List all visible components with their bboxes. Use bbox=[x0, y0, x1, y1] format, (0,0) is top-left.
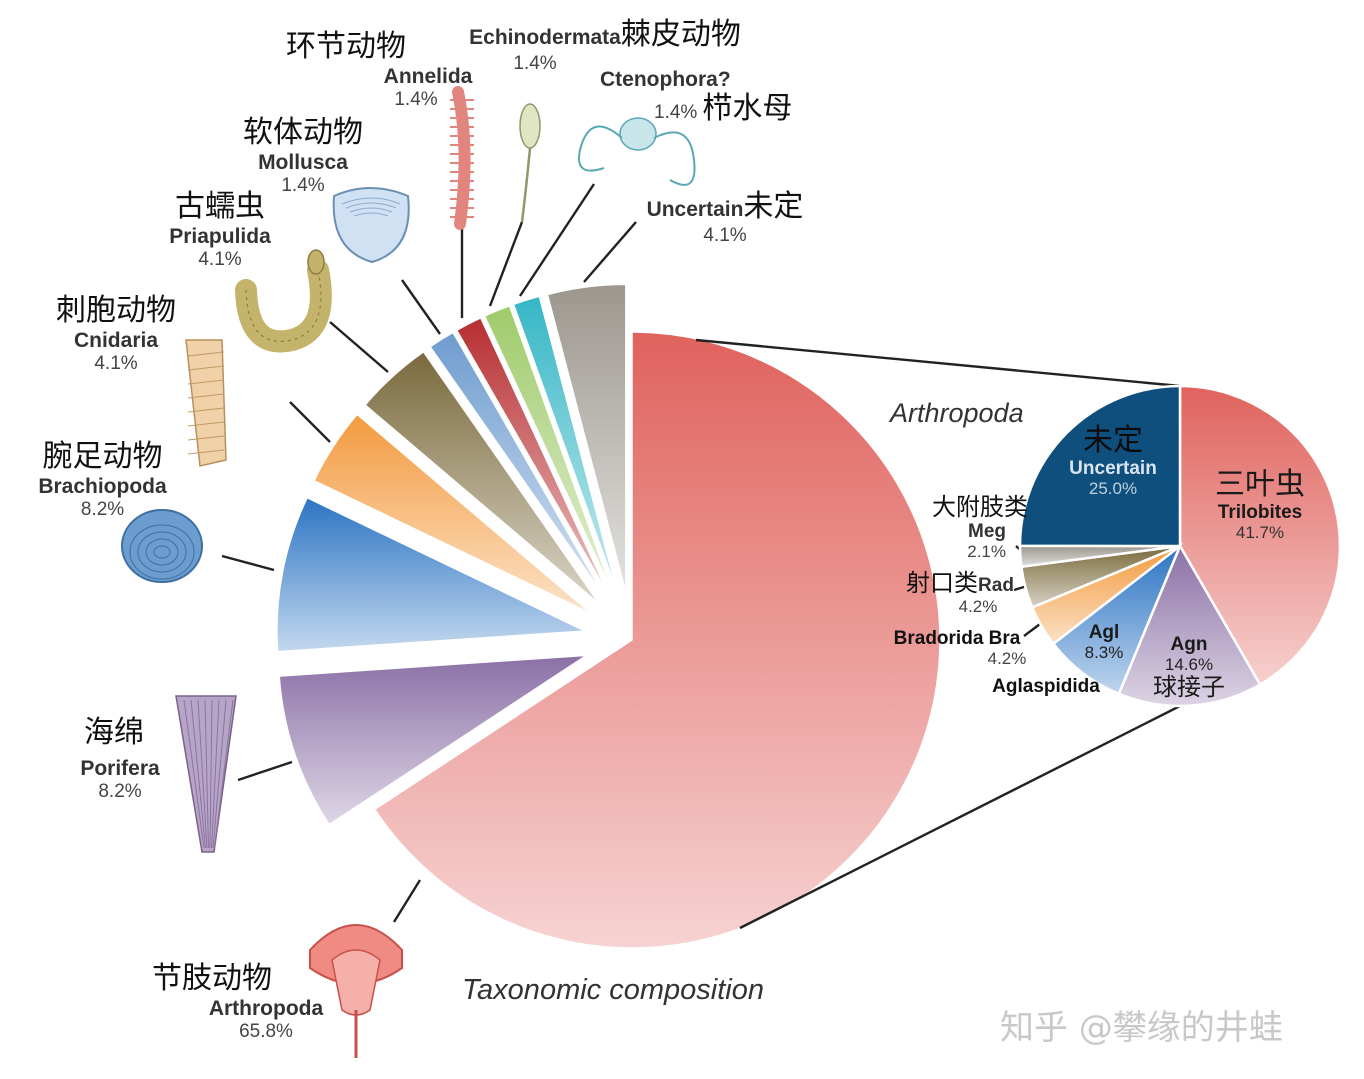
slice-annelida bbox=[455, 316, 611, 598]
annelid-worm-icon bbox=[450, 86, 474, 230]
label-echinodermata: Echinodermata棘皮动物 1.4% bbox=[469, 17, 741, 74]
slice-echinodermata bbox=[483, 304, 615, 596]
leader-priapulida bbox=[329, 321, 389, 373]
leader-bra bbox=[1023, 623, 1041, 637]
zoom-line-bottom bbox=[739, 704, 1181, 930]
leader-porifera bbox=[237, 760, 293, 782]
sub-slice-trilobites bbox=[1178, 384, 1342, 687]
brachiopod-shell-icon bbox=[121, 509, 203, 583]
slice-cnidaria bbox=[313, 413, 593, 615]
icons bbox=[121, 86, 696, 1058]
sub-slice-uncertain bbox=[1018, 384, 1182, 548]
label-brachiopoda: 腕足动物 Brachiopoda 8.2% bbox=[38, 439, 167, 520]
slice-brachiopoda bbox=[276, 496, 588, 653]
leader-cnidaria bbox=[289, 401, 331, 443]
main-pie bbox=[276, 283, 941, 949]
sub-label-rad: 射口类Rad 4.2% bbox=[906, 569, 1014, 616]
leader-ctenophora bbox=[518, 183, 596, 297]
label-annelida: 环节动物 Annelida 1.4% bbox=[286, 29, 473, 110]
sub-label-meg: 大附肢类 Meg 2.1% bbox=[932, 493, 1028, 562]
slice-priapulida bbox=[364, 350, 601, 606]
slice-mollusca bbox=[429, 331, 607, 600]
connectors bbox=[221, 183, 1181, 930]
cnidarian-icon bbox=[185, 339, 227, 467]
sub-label-trilobites: 三叶虫 Trilobites 41.7% bbox=[1215, 467, 1305, 542]
main-chart-title: Taxonomic composition bbox=[462, 974, 764, 1006]
leader-uncertain bbox=[583, 221, 637, 283]
ctenophore-icon bbox=[578, 117, 696, 186]
leader-mollusca bbox=[401, 279, 441, 335]
label-uncertain: Uncertain未定 4.1% bbox=[646, 189, 804, 246]
watermark: 知乎 @攀缘的井蛙 bbox=[1000, 1008, 1283, 1048]
label-porifera: 海绵 Porifera 8.2% bbox=[80, 715, 160, 802]
sub-label-bra: Bradorida Bra 4.2% bbox=[893, 628, 1027, 669]
label-ctenophora: Ctenophora? 1.4% 栉水母 bbox=[600, 68, 793, 127]
sub-slice-agn bbox=[1117, 543, 1262, 708]
label-mollusca: 软体动物 Mollusca 1.4% bbox=[243, 115, 363, 196]
slice-ctenophora bbox=[512, 295, 619, 595]
echinoderm-icon bbox=[519, 103, 541, 223]
sub-label-agl: Agl 8.3% bbox=[1084, 622, 1124, 663]
sub-label-aglaspidida: Aglaspidida bbox=[992, 676, 1100, 697]
arthropod-icon bbox=[309, 924, 403, 1058]
label-arthropoda: 节肢动物 Arthropoda 65.8% bbox=[152, 961, 324, 1042]
sub-pie bbox=[1018, 384, 1342, 708]
mollusc-shell-icon bbox=[332, 187, 410, 264]
slice-porifera bbox=[278, 654, 590, 826]
zoom-line-top bbox=[695, 338, 1181, 388]
label-cnidaria: 刺胞动物 Cnidaria 4.1% bbox=[56, 293, 176, 374]
label-priapulida: 古蠕虫 Priapulida 4.1% bbox=[169, 189, 271, 270]
sub-chart-title: Arthropoda bbox=[890, 398, 1024, 428]
sponge-icon bbox=[175, 695, 237, 853]
slice-arthropoda bbox=[373, 331, 941, 949]
leader-arthropoda bbox=[392, 879, 422, 923]
leader-echinodermata bbox=[488, 221, 524, 307]
priapulid-worm-icon bbox=[235, 249, 332, 353]
leader-brachiopoda bbox=[221, 554, 275, 572]
sub-label-uncertain: 未定 Uncertain 25.0% bbox=[1069, 423, 1157, 498]
sub-label-agn: Agn 14.6% 球接子 bbox=[1153, 634, 1225, 702]
slice-uncertain bbox=[546, 283, 627, 593]
